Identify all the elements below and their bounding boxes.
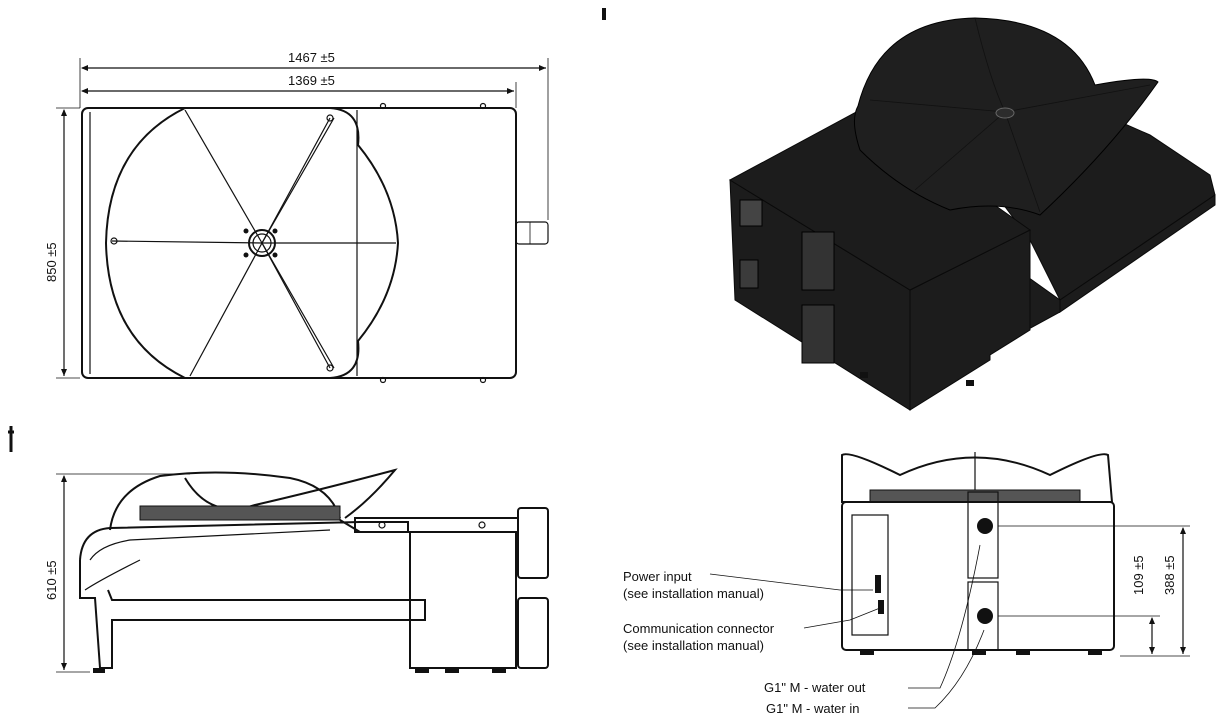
isometric-render [602, 8, 1216, 411]
front-view: 109 ±5 388 ±5 Power input (see installat… [623, 452, 1190, 716]
connector-high-label: 388 ±5 [1162, 555, 1177, 595]
side-view: 610 ±5 [8, 426, 549, 673]
platform-length-label: 1369 ±5 [288, 73, 335, 88]
disk-spokes [111, 109, 396, 377]
top-view: 1467 ±5 1369 ±5 850 ±5 [44, 50, 549, 384]
water-in-label: G1" M - water in [766, 701, 859, 716]
power-input-label: Power input [623, 569, 692, 584]
water-out-label: G1" M - water out [764, 680, 866, 695]
overall-length-label: 1467 ±5 [288, 50, 335, 65]
power-input-note: (see installation manual) [623, 586, 764, 601]
width-label: 850 ±5 [44, 242, 59, 282]
height-label: 610 ±5 [44, 560, 59, 600]
communication-connector-label: Communication connector [623, 621, 775, 636]
communication-connector-note: (see installation manual) [623, 638, 764, 653]
connector-low-label: 109 ±5 [1131, 555, 1146, 595]
